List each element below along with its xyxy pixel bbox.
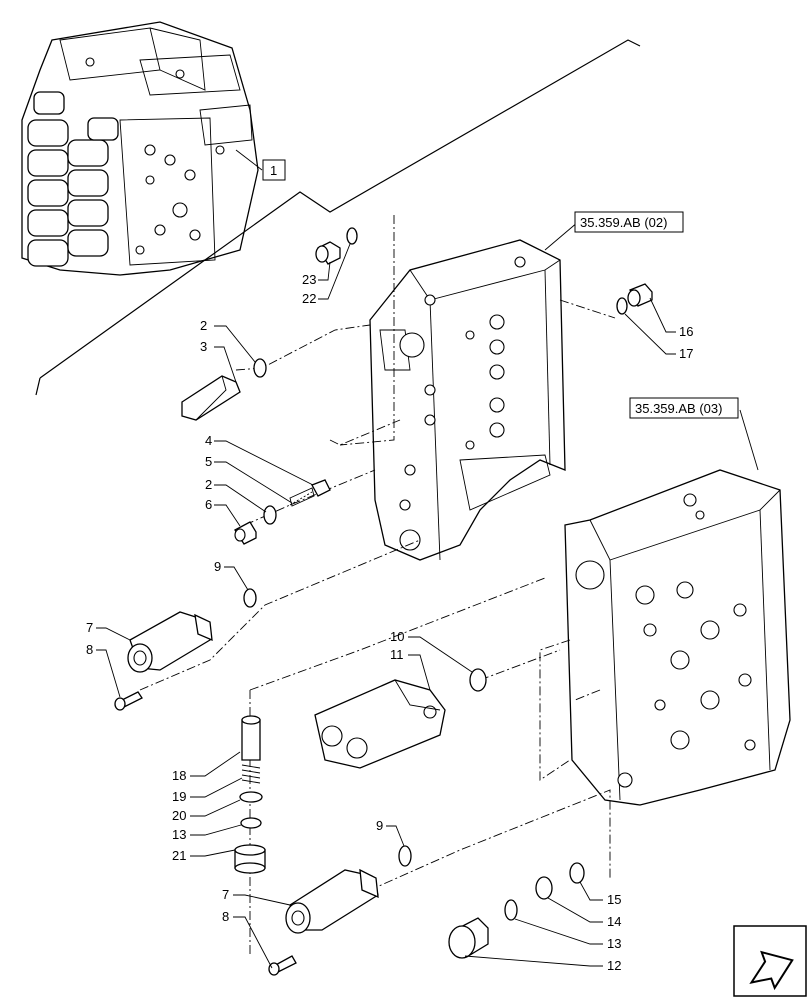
part-screw-8-upper xyxy=(114,691,143,711)
callout-17: 17 xyxy=(679,346,693,361)
callout-12: 12 xyxy=(607,958,621,973)
callout-19: 19 xyxy=(172,789,186,804)
callout-4: 4 xyxy=(205,433,212,448)
o-ring-9-lower xyxy=(398,845,412,867)
part-spring-19 xyxy=(241,764,261,784)
callout-2-lower: 2 xyxy=(205,477,212,492)
callout-10: 10 xyxy=(390,629,404,644)
o-ring-13-left xyxy=(240,817,262,829)
part-cover-11 xyxy=(314,679,446,769)
callout-18: 18 xyxy=(172,768,186,783)
part-spool-4 xyxy=(289,479,331,507)
ref-box-lower xyxy=(629,397,739,419)
o-ring-15 xyxy=(569,862,585,884)
callout-20: 20 xyxy=(172,808,186,823)
part-solenoid-7-upper xyxy=(127,611,213,673)
callout-15: 15 xyxy=(607,892,621,907)
callout-2-upper: 2 xyxy=(200,318,207,333)
part-screw-8-lower xyxy=(268,955,297,976)
callout-13-left: 13 xyxy=(172,827,186,842)
leader-lines xyxy=(96,243,676,969)
callout-9-upper: 9 xyxy=(214,559,221,574)
part-solenoid-7-lower xyxy=(285,868,379,934)
callout-11: 11 xyxy=(390,647,404,662)
callout-6: 6 xyxy=(205,497,212,512)
section-divider xyxy=(35,39,641,396)
callout-8-upper: 8 xyxy=(86,642,93,657)
o-ring-17 xyxy=(616,297,628,315)
o-ring-10 xyxy=(469,668,487,692)
thumbnail-solenoids xyxy=(27,91,119,267)
callout-22: 22 xyxy=(302,291,316,306)
part-plug-21 xyxy=(234,844,266,874)
callout-13-right: 13 xyxy=(607,936,621,951)
index-label: 1 xyxy=(270,163,277,178)
callout-8-lower: 8 xyxy=(222,909,229,924)
part-plug-23 xyxy=(315,241,341,265)
callout-23: 23 xyxy=(302,272,316,287)
callout-16: 16 xyxy=(679,324,693,339)
callout-3: 3 xyxy=(200,339,207,354)
thumbnail-assembly xyxy=(21,21,259,276)
callout-7-upper: 7 xyxy=(86,620,93,635)
part-plug-12 xyxy=(448,917,489,959)
o-ring-2-lower xyxy=(263,505,277,525)
index-box xyxy=(262,159,286,181)
o-ring-9-upper xyxy=(243,588,257,608)
callout-14: 14 xyxy=(607,914,621,929)
part-sleeve-3 xyxy=(181,375,241,421)
upper-valve-block xyxy=(369,239,566,561)
ref-upper-block: 35.359.AB (02) xyxy=(580,215,667,230)
o-ring-2-upper xyxy=(253,358,267,378)
callout-7-lower: 7 xyxy=(222,887,229,902)
part-plug-6 xyxy=(234,521,257,545)
ref-box-upper xyxy=(574,211,684,233)
o-ring-13-right xyxy=(504,899,518,921)
o-ring-22 xyxy=(346,227,358,245)
ring-14 xyxy=(535,876,553,900)
part-plug-16 xyxy=(627,283,653,307)
callout-5: 5 xyxy=(205,454,212,469)
ring-20 xyxy=(239,791,263,803)
callout-9-lower: 9 xyxy=(376,818,383,833)
thumbnail-ports xyxy=(85,57,225,255)
callout-21: 21 xyxy=(172,848,186,863)
arrow-next-icon[interactable] xyxy=(733,925,807,997)
part-pin-18 xyxy=(241,715,261,761)
lower-valve-block xyxy=(564,469,791,806)
ref-lower-block: 35.359.AB (03) xyxy=(635,401,722,416)
